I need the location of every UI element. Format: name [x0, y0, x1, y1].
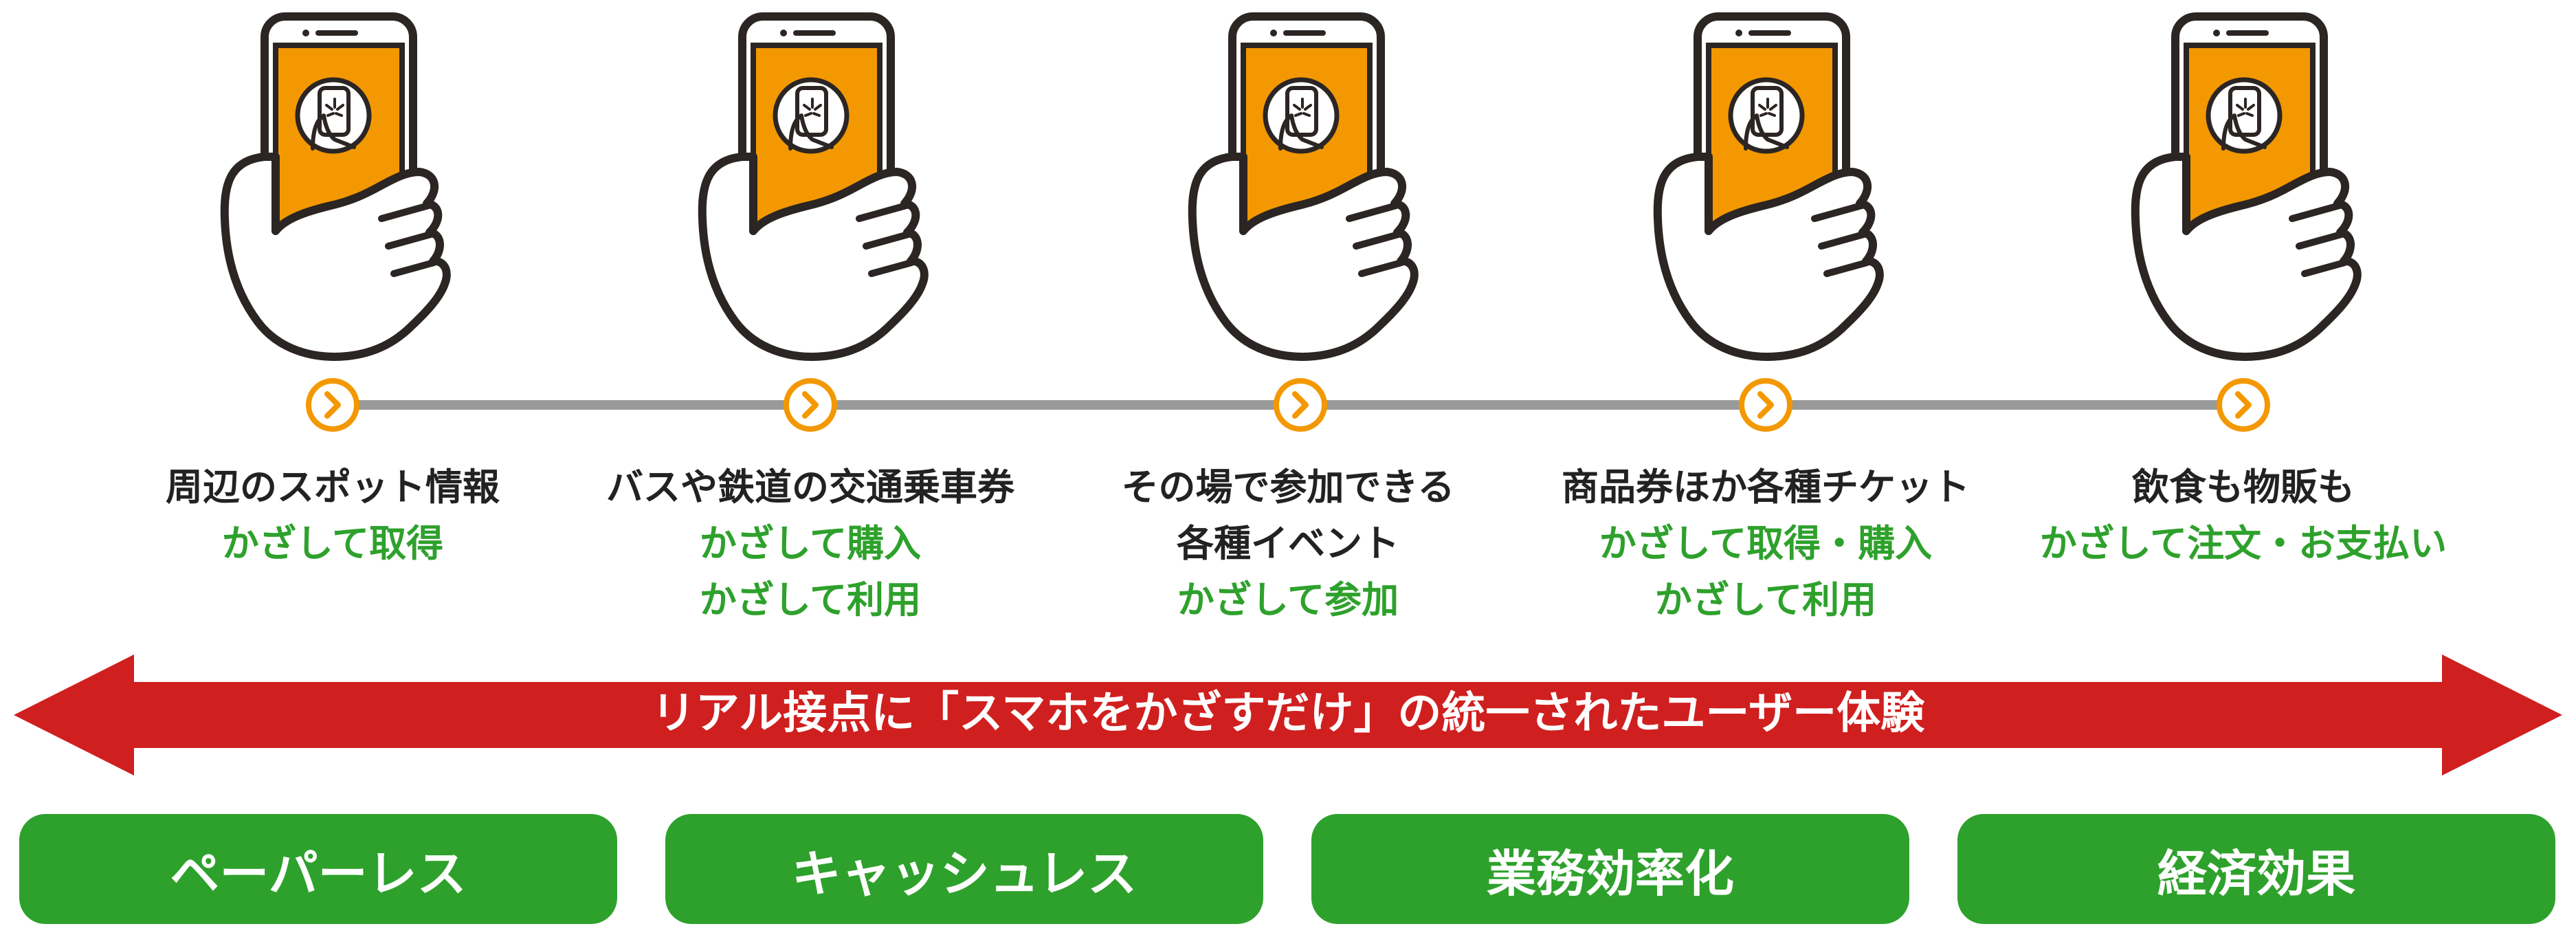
step-4-caption: 商品券ほか各種チケット かざして取得・購入 かざして利用 [1525, 459, 2006, 628]
chevron-right-circle-icon [782, 377, 839, 433]
step-1-title: 周辺のスポット情報 [166, 465, 500, 509]
step-3-title-1: その場で参加できる [1121, 465, 1455, 509]
step-1-action: かざして取得 [221, 522, 444, 565]
hand-holding-phone-icon [1643, 12, 1890, 370]
chevron-right-circle-icon [1737, 377, 1794, 433]
benefit-efficiency: 業務効率化 [1311, 814, 1909, 924]
step-2-caption: バスや鉄道の交通乗車券 かざして購入 かざして利用 [570, 459, 1051, 628]
step-5-caption: 飲食も物販も かざして注文・お支払い [2003, 459, 2484, 572]
hand-holding-phone-icon [1177, 12, 1425, 370]
step-2-action-2: かざして利用 [699, 578, 922, 622]
benefit-paperless: ペーパーレス [19, 814, 617, 924]
step-5-action: かざして注文・お支払い [2039, 522, 2447, 565]
step-4-action-1: かざして取得・購入 [1599, 522, 1933, 565]
step-2-title: バスや鉄道の交通乗車券 [606, 465, 1014, 509]
step-3-action: かざして参加 [1177, 578, 1399, 622]
banner-label: リアル接点に「スマホをかざすだけ」の統一されたユーザー体験 [651, 688, 1925, 739]
step-4-action-2: かざして利用 [1654, 578, 1877, 622]
step-1-caption: 周辺のスポット情報 かざして取得 [92, 459, 573, 572]
step-2-action-1: かざして購入 [699, 522, 922, 565]
step-4-title: 商品券ほか各種チケット [1562, 465, 1970, 509]
step-3-title-2: 各種イベント [1177, 522, 1399, 565]
hand-holding-phone-icon [687, 12, 935, 370]
chevron-right-circle-icon [304, 377, 361, 433]
benefit-cashless: キャッシュレス [665, 814, 1263, 924]
step-5-title: 飲食も物販も [2132, 465, 2355, 509]
benefit-economic-effect: 経済効果 [1957, 814, 2555, 924]
chevron-right-circle-icon [2215, 377, 2272, 433]
hand-holding-phone-icon [210, 12, 457, 370]
chevron-right-circle-icon [1272, 377, 1329, 433]
hand-holding-phone-icon [2120, 12, 2368, 370]
step-3-caption: その場で参加できる 各種イベント かざして参加 [1047, 459, 1529, 628]
double-arrow-banner [14, 654, 2562, 776]
